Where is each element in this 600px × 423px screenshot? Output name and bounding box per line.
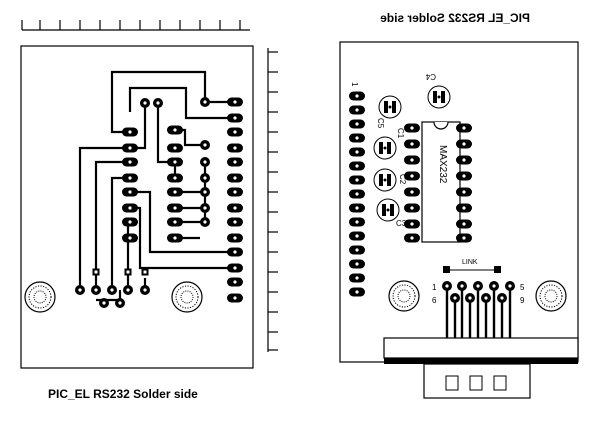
pin-1-label: 1 bbox=[350, 82, 359, 87]
right-capacitors: C4 C5 C1 C2 C3 bbox=[373, 72, 451, 228]
conn-pin-6-label: 6 bbox=[432, 296, 437, 305]
cap-c1-label: C1 bbox=[396, 128, 405, 139]
top-ruler bbox=[21, 20, 250, 31]
right-board-caption: PIC_EL RS232 Solder side bbox=[380, 11, 530, 25]
link-jumper: LINK bbox=[443, 259, 501, 273]
right-mount-hole-right bbox=[535, 280, 567, 312]
right-board: PIC_EL RS232 Solder side 1 bbox=[339, 11, 579, 399]
conn-pin-1-label: 1 bbox=[432, 283, 437, 292]
left-board: PIC_EL RS232 Solder side bbox=[20, 20, 278, 401]
left-board-caption: PIC_EL RS232 Solder side bbox=[48, 387, 198, 401]
cap-c4-label: C4 bbox=[425, 72, 436, 81]
left-mount-hole-right bbox=[171, 281, 203, 313]
cap-c3-label: C3 bbox=[396, 219, 407, 228]
conn-pin-5-label: 5 bbox=[520, 283, 525, 292]
left-mount-hole-left bbox=[24, 281, 56, 313]
conn-pin-9-label: 9 bbox=[520, 296, 525, 305]
right-mount-hole-left bbox=[388, 280, 420, 312]
right-header-column bbox=[349, 91, 365, 297]
cap-c2-label: C2 bbox=[398, 174, 407, 185]
db9-connector: 1 5 6 9 bbox=[383, 281, 579, 399]
cap-c5-label: C5 bbox=[376, 118, 385, 129]
chip-label: MAX232 bbox=[437, 145, 448, 184]
link-label: LINK bbox=[462, 259, 478, 266]
right-ruler bbox=[267, 48, 278, 352]
max232-chip: MAX232 bbox=[404, 121, 472, 243]
